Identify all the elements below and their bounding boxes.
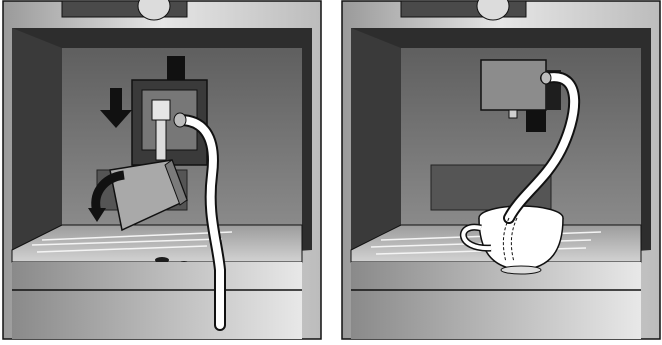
attach-illustration — [2, 0, 322, 340]
drip-tray — [12, 225, 302, 262]
recess-left-wall — [12, 28, 62, 250]
tube-connector — [541, 72, 551, 84]
panel-dispense-milk — [341, 0, 661, 340]
spout-housing — [481, 60, 546, 110]
tube-connector — [174, 113, 186, 127]
recess-left-wall — [351, 28, 401, 250]
spout-nozzle — [152, 100, 170, 120]
machine-base — [351, 262, 641, 339]
coffee-outlet-icon — [509, 110, 517, 118]
panel-attach-milk-tube — [2, 0, 322, 340]
dispense-illustration — [341, 0, 661, 340]
machine-base — [12, 262, 302, 339]
outlet-stem — [167, 56, 185, 80]
outlet-block — [526, 110, 546, 132]
